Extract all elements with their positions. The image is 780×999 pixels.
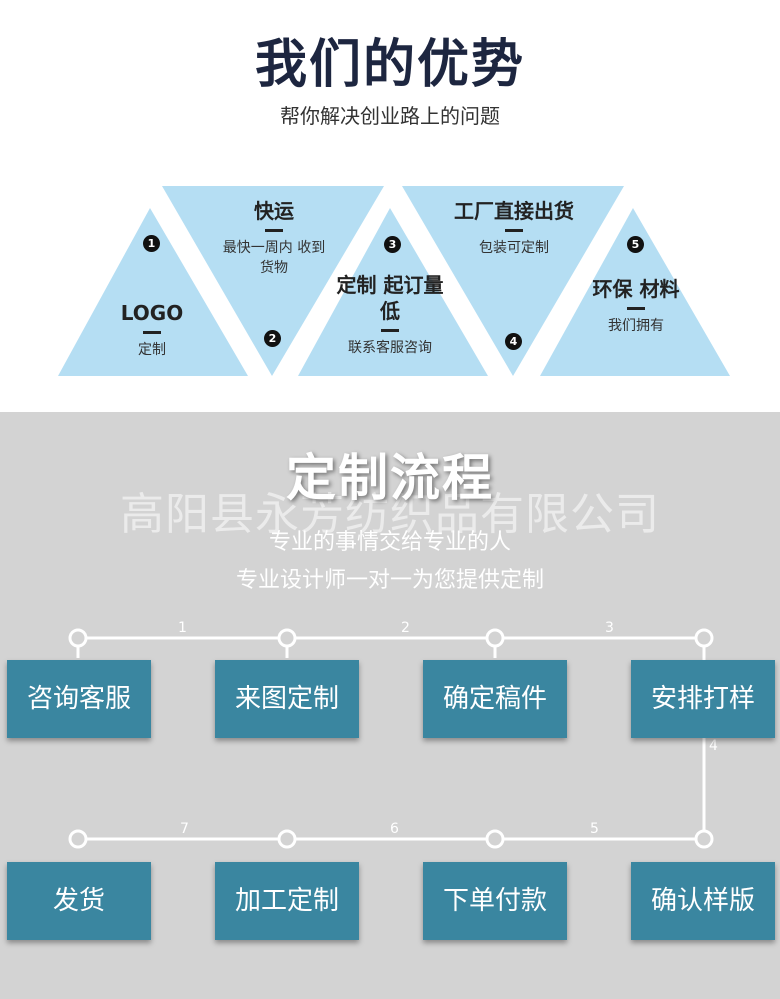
step-number-badge: 4 (505, 333, 522, 350)
connector-number: 6 (390, 821, 399, 837)
connector-number: 3 (605, 620, 614, 636)
connector-number: 4 (709, 738, 718, 754)
advantage-heading: 定制 起订量低 (336, 273, 444, 323)
dash-divider (143, 331, 161, 334)
step-shipping: 发货 (7, 862, 151, 940)
advantage-desc: 包装可定制 (479, 240, 549, 256)
connector-number: 7 (180, 821, 189, 837)
step-send-design: 来图定制 (215, 660, 359, 738)
advantage-item-eco: 环保 材料 我们拥有 (591, 276, 681, 336)
advantage-desc: 联系客服咨询 (348, 340, 432, 356)
process-section: 高阳县永芳纺织品有限公司 定制流程 专业的事情交给专业的人 专业设计师一对一为您… (0, 412, 780, 999)
section-gap (0, 380, 780, 412)
step-number-badge: 5 (627, 236, 644, 253)
triangle-3 (298, 208, 488, 376)
company-watermark: 高阳县永芳纺织品有限公司 (120, 489, 660, 540)
process-subtitle-2: 专业设计师一对一为您提供定制 (235, 568, 544, 593)
triangle-5 (540, 208, 730, 376)
advantage-desc: 最快一周内 收到货物 (222, 240, 326, 276)
step-arrange-sample: 安排打样 (631, 660, 775, 738)
node-2 (277, 628, 297, 648)
advantage-desc: 定制 (138, 342, 166, 358)
step-number-badge: 3 (384, 236, 401, 253)
step-confirm-sample: 确认样版 (631, 862, 775, 940)
triangles-graphic (58, 186, 730, 376)
triangle-4 (402, 186, 624, 376)
connector-number: 1 (178, 620, 187, 636)
node-3 (485, 628, 505, 648)
node-7 (485, 829, 505, 849)
advantages-subtitle: 帮你解决创业路上的问题 (280, 104, 500, 128)
dash-divider (505, 229, 523, 232)
triangle-2 (162, 186, 384, 376)
process-subtitle-1: 专业的事情交给专业的人 (268, 530, 511, 555)
advantages-section: 我们的优势 帮你解决创业路上的问题 1 LOGO 定制 快运 最快一周内 收到货… (0, 0, 780, 380)
step-production: 加工定制 (215, 862, 359, 940)
advantage-heading: 工厂直接出货 (454, 199, 574, 223)
advantage-item-fast: 快运 最快一周内 收到货物 (222, 198, 326, 278)
step-number-badge: 2 (264, 330, 281, 347)
step-number-badge: 1 (143, 235, 160, 252)
process-title: 定制流程 (286, 449, 494, 507)
node-6 (277, 829, 297, 849)
advantage-heading: LOGO (120, 301, 184, 325)
step-consult-service: 咨询客服 (7, 660, 151, 738)
advantage-desc: 我们拥有 (608, 318, 664, 334)
advantage-item-custom: 定制 起订量低 联系客服咨询 (334, 272, 446, 358)
triangle-1 (58, 208, 248, 376)
connector-number: 2 (401, 620, 410, 636)
node-5 (68, 829, 88, 849)
step-order-payment: 下单付款 (423, 862, 567, 940)
step-confirm-draft: 确定稿件 (423, 660, 567, 738)
advantage-heading: 环保 材料 (592, 277, 680, 301)
dash-divider (381, 329, 399, 332)
connector-number: 5 (590, 821, 599, 837)
advantage-item-logo: LOGO 定制 (100, 300, 204, 360)
node-4 (694, 628, 714, 648)
dash-divider (627, 307, 645, 310)
node-8 (694, 829, 714, 849)
node-1 (68, 628, 88, 648)
advantage-heading: 快运 (254, 199, 294, 223)
advantages-title: 我们的优势 (254, 35, 525, 95)
dash-divider (265, 229, 283, 232)
advantage-item-factory: 工厂直接出货 包装可定制 (436, 198, 592, 258)
